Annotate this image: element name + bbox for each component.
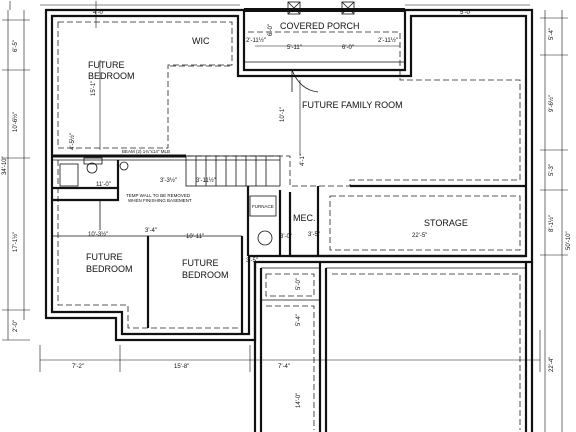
dim-stair-w2: 3'-11½" (196, 177, 216, 184)
dim-porch-mid-left: 5'-11" (287, 45, 302, 51)
dim-right-2: 9'-6½" (548, 95, 555, 112)
dim-right-1: 5'-4" (549, 28, 555, 40)
dim-top-left: 4'-0" (93, 10, 105, 16)
label-mec: MEC. (293, 213, 316, 223)
label-bedroom-nw-2: BEDROOM (88, 71, 135, 81)
dim-bottom-1: 7'-2" (72, 364, 84, 370)
note-beam: BEAM (2) 1¾"x14" MLB (122, 149, 170, 154)
dim-bed-s-width: 10'-11" (186, 234, 204, 240)
dim-bottom-3: 7'-4" (278, 364, 290, 370)
dim-left-3: 17'-1½" (12, 232, 19, 252)
dim-right-5: 22'-4" (549, 357, 555, 372)
dim-mec-d: 3'-5" (308, 232, 320, 238)
label-furnace: FURNACE (252, 204, 274, 209)
dimension-text: 4'-0" 5'-0" 2'-11½" 5'-11" 6'-0" 2'-11½"… (2, 10, 572, 408)
dim-garage-1: 5'-0" (296, 278, 302, 290)
dim-hall-1: 10'-3½" (88, 231, 108, 238)
dim-closet: 4'-5½" (69, 133, 76, 150)
dim-top-right: 5'-0" (460, 10, 472, 16)
room-labels: WIC COVERED PORCH FUTURE BEDROOM FUTURE … (86, 21, 468, 280)
dim-bottom-4: 14'-0" (296, 393, 302, 408)
dim-right-overall: 50'-10" (566, 231, 572, 250)
note-temp-wall-2: WHEN FINISHING BASEMENT (128, 198, 192, 203)
label-storage: STORAGE (424, 218, 468, 228)
dim-porch-mid-right: 6'-0" (342, 45, 354, 51)
dim-storage-width: 22'-5" (412, 233, 427, 239)
dim-bottom-2: 15'-8" (174, 364, 189, 370)
interior-walls (52, 69, 526, 334)
dim-hall-2: 3'-4" (145, 228, 157, 234)
label-bedroom-s-1: FUTURE (182, 258, 219, 268)
dim-left-4: 2'-0" (13, 320, 19, 332)
dim-garage-2: 5'-4" (296, 314, 302, 326)
dim-porch-depth: 6'-0" (268, 24, 274, 36)
notes: BEAM (2) 1¾"x14" MLB TEMP WALL TO BE REM… (122, 149, 192, 203)
dim-mec-h: 3'-0" (280, 234, 292, 240)
dim-bath-width: 11'-0" (96, 182, 111, 188)
dim-mec-w: 3'-5" (246, 258, 258, 264)
dim-left-overall: 34'-10" (2, 156, 8, 175)
label-bedroom-nw-1: FUTURE (88, 60, 125, 70)
label-bedroom-s-2: BEDROOM (182, 270, 229, 280)
interior-dashed (57, 21, 521, 430)
dim-stair-w1: 3'-3½" (160, 177, 177, 184)
stair-treads (195, 156, 267, 186)
dim-left-1: 6'-5" (13, 40, 19, 52)
label-bedroom-sw-1: FUTURE (86, 252, 123, 262)
dim-family-height: 10'-1" (280, 107, 286, 122)
dim-right-4: 8'-1½" (548, 215, 555, 232)
dim-stair-right: 4'-1" (300, 154, 306, 166)
label-wic: WIC (192, 36, 210, 46)
note-temp-wall-1: TEMP WALL TO BE REMOVED (126, 193, 191, 198)
dim-porch-left: 2'-11½" (246, 37, 266, 44)
dim-left-2: 10'-6½" (12, 112, 19, 132)
dim-porch-right: 2'-11½" (378, 37, 398, 44)
label-family-room: FUTURE FAMILY ROOM (302, 100, 403, 110)
dim-bed-nw-height: 15'-1" (91, 81, 97, 96)
dim-right-3: 5'-3" (549, 164, 555, 176)
label-covered-porch: COVERED PORCH (280, 21, 360, 31)
label-bedroom-sw-2: BEDROOM (86, 264, 133, 274)
